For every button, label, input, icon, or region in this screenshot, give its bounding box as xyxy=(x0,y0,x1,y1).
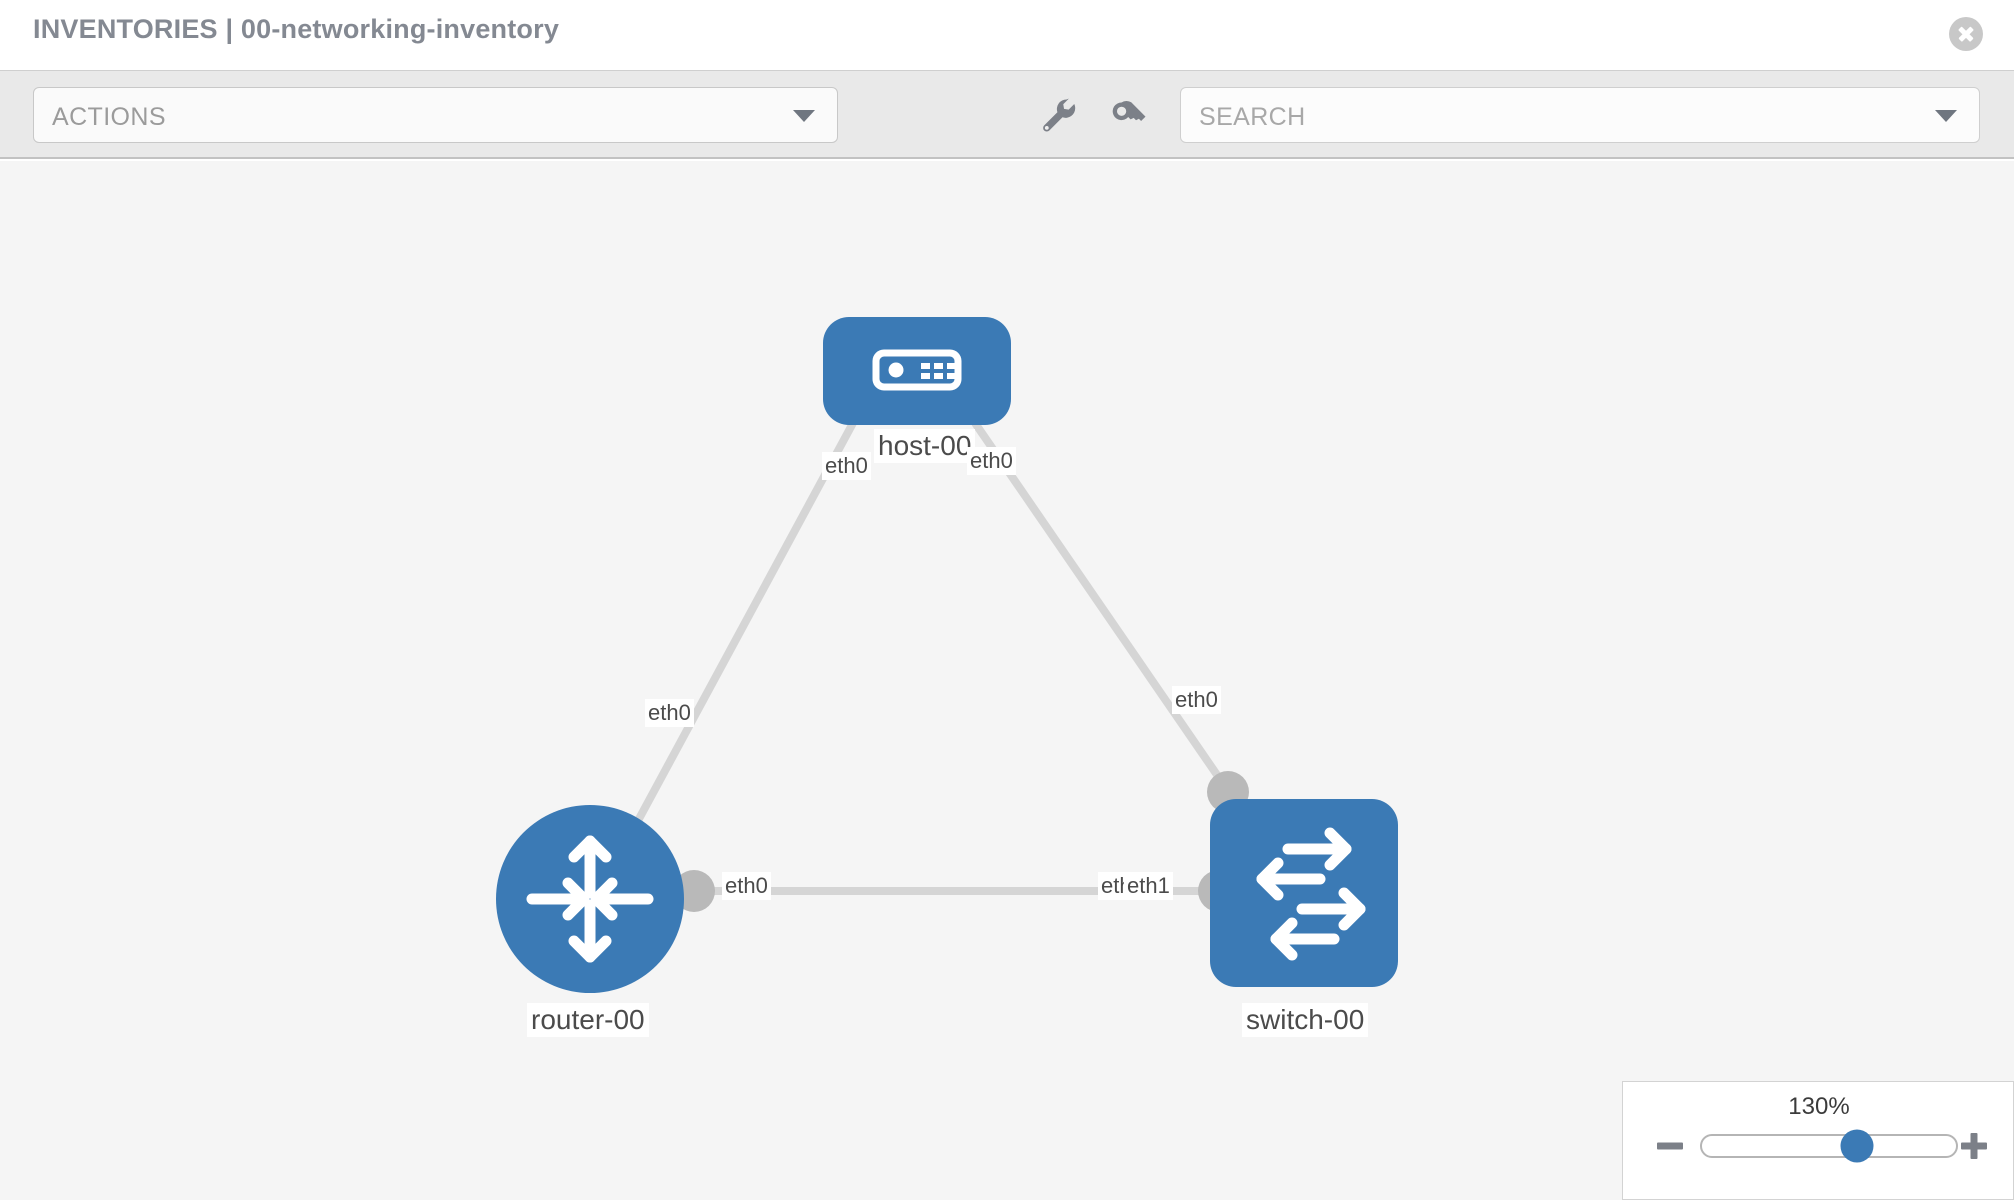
close-icon[interactable] xyxy=(1949,17,1983,51)
interface-label-switch-left: eth1 xyxy=(1124,872,1173,900)
topology-canvas[interactable]: host-00 router-00 switch-00 eth0 eth0 et… xyxy=(0,161,2014,1200)
toolbar: ACTIONS SEARCH xyxy=(0,70,2014,159)
topology-node-host-00[interactable] xyxy=(823,317,1011,425)
page-title: INVENTORIES | 00-networking-inventory xyxy=(33,14,560,44)
node-label-host: host-00 xyxy=(874,429,976,463)
interface-label-host-left: eth0 xyxy=(822,452,871,480)
switch-arrows-icon xyxy=(1256,827,1366,961)
search-placeholder: SEARCH xyxy=(1199,103,1306,131)
server-icon xyxy=(872,349,962,391)
actions-dropdown-label: ACTIONS xyxy=(52,103,166,131)
page-header: INVENTORIES | 00-networking-inventory xyxy=(0,0,2014,70)
wrench-icon[interactable] xyxy=(1036,93,1080,137)
key-icon[interactable] xyxy=(1106,93,1150,137)
minus-icon[interactable] xyxy=(1653,1129,1687,1163)
interface-label-host-right: eth0 xyxy=(967,447,1016,475)
actions-dropdown[interactable]: ACTIONS xyxy=(33,87,838,143)
topology-node-switch-00[interactable] xyxy=(1210,799,1398,987)
zoom-slider[interactable] xyxy=(1700,1129,1958,1163)
interface-label-switch-upper: eth0 xyxy=(1172,686,1221,714)
router-arrows-icon xyxy=(526,835,654,963)
zoom-panel: 130% xyxy=(1622,1081,2014,1200)
node-label-router: router-00 xyxy=(527,1003,649,1037)
zoom-level-value: 130% xyxy=(1788,1093,1850,1120)
chevron-down-icon[interactable] xyxy=(1935,110,1957,122)
interface-label-router-upper: eth0 xyxy=(645,699,694,727)
zoom-slider-thumb[interactable] xyxy=(1840,1129,1874,1163)
chevron-down-icon xyxy=(793,110,815,122)
plus-icon[interactable] xyxy=(1957,1129,1991,1163)
topology-node-router-00[interactable] xyxy=(496,805,684,993)
node-label-switch: switch-00 xyxy=(1242,1003,1369,1037)
interface-label-router-right: eth0 xyxy=(722,872,771,900)
search-input[interactable]: SEARCH xyxy=(1180,87,1980,143)
